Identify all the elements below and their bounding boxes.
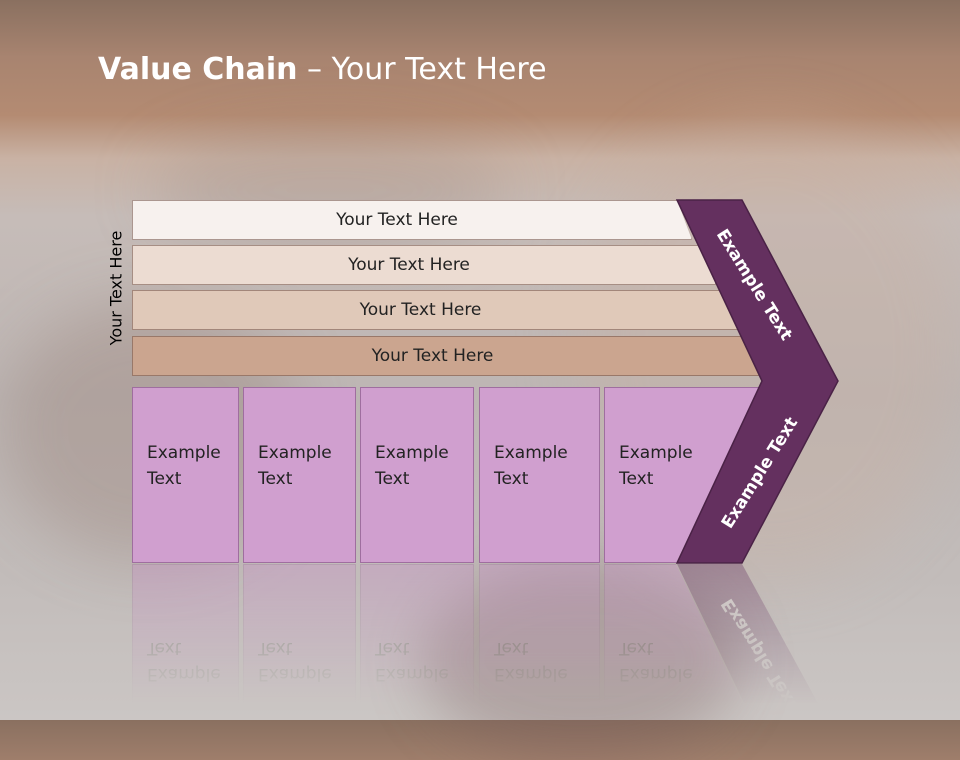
reflection-chevron (677, 564, 838, 720)
value-row-3-text: Your Text Here (359, 300, 482, 320)
slide-title-bold: Value Chain (98, 52, 298, 87)
value-row-2-text: Your Text Here (348, 255, 470, 275)
activity-box-4-line-2: Text (494, 469, 529, 489)
value-row-3[interactable]: Your Text Here (132, 290, 739, 330)
slide-title[interactable]: Value Chain – Your Text Here (98, 52, 547, 87)
vertical-side-label[interactable]: Your Text Here (106, 230, 126, 346)
activity-box-1-line-1: Example (147, 443, 221, 463)
activity-box-3-line-1: Example (375, 443, 449, 463)
value-row-4-text: Your Text Here (371, 346, 494, 366)
activity-box-2-line-2: Text (258, 469, 293, 489)
activity-box-3-line-2: Text (375, 469, 410, 489)
activity-box-2-line-1: Example (258, 443, 332, 463)
value-row-1-text: Your Text Here (336, 210, 458, 230)
activity-box-1-line-2: Text (147, 469, 182, 489)
value-row-4[interactable]: Your Text Here (132, 336, 763, 376)
value-row-1[interactable]: Your Text Here (132, 200, 692, 240)
reflection-chevron-shape (677, 564, 838, 720)
activity-box-5-line-2: Text (619, 469, 654, 489)
activity-box-4-line-1: Example (494, 443, 568, 463)
activity-box-5-line-1: Example (619, 443, 693, 463)
slide-title-rest: – Your Text Here (297, 52, 547, 87)
value-row-2[interactable]: Your Text Here (132, 245, 716, 285)
